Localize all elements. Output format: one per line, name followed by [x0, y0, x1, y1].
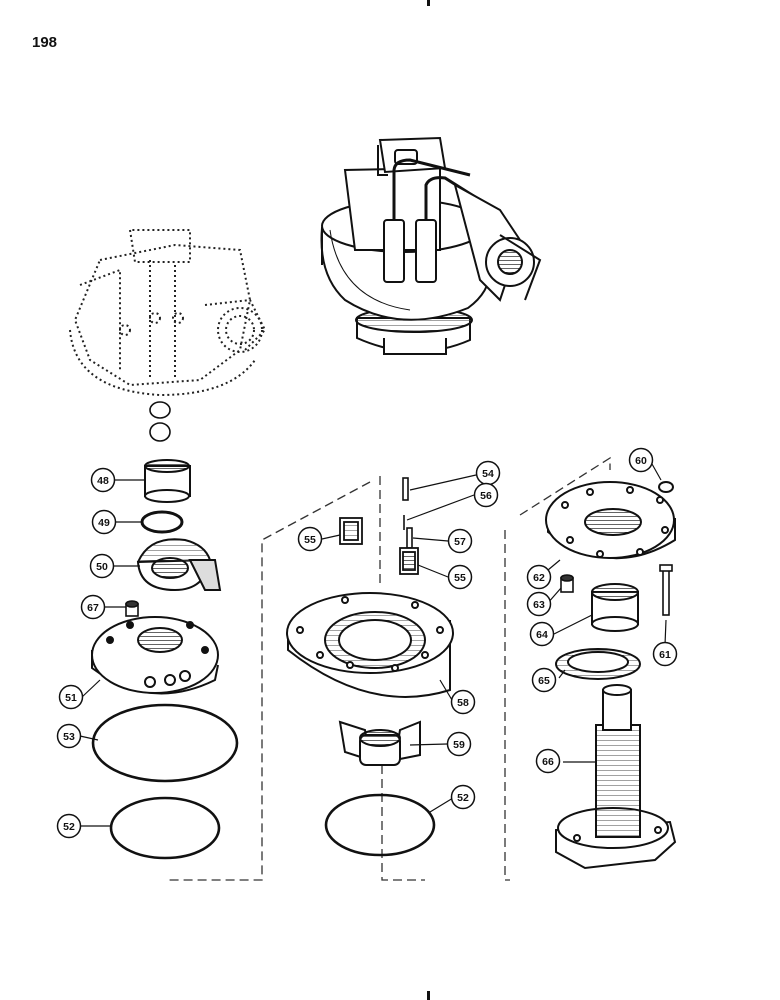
- callout-63: 63: [526, 591, 552, 617]
- callout-56-label: 56: [480, 490, 492, 502]
- callout-56: 56: [473, 482, 499, 508]
- callout-48-label: 48: [97, 475, 109, 487]
- callout-51-label: 51: [65, 692, 77, 704]
- callout-49: 49: [91, 509, 117, 535]
- callout-63-label: 63: [533, 599, 545, 611]
- callout-52-left-label: 52: [63, 821, 75, 833]
- margin-tick: [427, 0, 430, 6]
- callout-62: 62: [526, 564, 552, 590]
- callout-54: 54: [475, 460, 501, 486]
- plate-62: [545, 481, 676, 560]
- callout-61-label: 61: [659, 649, 671, 661]
- o-ring-53: [91, 703, 239, 783]
- plate-51: [91, 616, 219, 695]
- callout-49-label: 49: [98, 517, 110, 529]
- housing-58: [286, 592, 454, 698]
- pin-54: [402, 477, 409, 501]
- callout-61: 61: [652, 641, 678, 667]
- snap-ring-49: [140, 510, 184, 534]
- page-number: 198: [32, 34, 58, 51]
- callout-55-top: 55: [297, 526, 323, 552]
- ring-60: [658, 481, 674, 493]
- callout-67-label: 67: [87, 602, 99, 614]
- plug-63: [560, 574, 574, 593]
- leader-lines: [79, 463, 667, 827]
- callout-65-label: 65: [538, 675, 550, 687]
- callout-58: 58: [450, 689, 476, 715]
- callout-51: 51: [58, 684, 84, 710]
- bolt-61: [659, 564, 673, 616]
- plug: [149, 401, 171, 419]
- plug: [149, 422, 171, 442]
- callout-57: 57: [447, 528, 473, 554]
- callout-67: 67: [80, 594, 106, 620]
- callout-55-bottom: 55: [447, 564, 473, 590]
- callout-59: 59: [446, 731, 472, 757]
- callout-labels: 48 49 50 67 51 53 52 54 56 55 57 55 58 5…: [56, 447, 678, 839]
- pinion-shaft-66: [555, 684, 677, 870]
- assembled-swing-motor: [320, 136, 542, 355]
- callout-66: 66: [535, 748, 561, 774]
- housing-phantom-outline: [69, 229, 267, 397]
- callout-53: 53: [56, 723, 82, 749]
- seal-65: [555, 648, 641, 680]
- callout-64: 64: [529, 621, 555, 647]
- callout-55-top-label: 55: [304, 534, 316, 546]
- rotor-59: [338, 720, 421, 766]
- bearing-64: [591, 583, 639, 632]
- callout-66-label: 66: [542, 756, 554, 768]
- callout-57-label: 57: [454, 536, 466, 548]
- callout-52-center: 52: [450, 784, 476, 810]
- spring-57: [406, 527, 413, 549]
- callout-50: 50: [89, 553, 115, 579]
- callout-53-label: 53: [63, 731, 75, 743]
- callout-58-label: 58: [457, 697, 469, 709]
- o-ring-52-center: [324, 793, 436, 857]
- o-ring-52-left: [109, 796, 221, 860]
- callout-55-bottom-label: 55: [454, 572, 466, 584]
- callout-54-label: 54: [482, 468, 494, 480]
- block-55-bottom: [399, 547, 419, 575]
- callout-50-label: 50: [96, 561, 108, 573]
- callout-60: 60: [628, 447, 654, 473]
- callout-52-left: 52: [56, 813, 82, 839]
- callout-52-center-label: 52: [457, 792, 469, 804]
- callout-65: 65: [531, 667, 557, 693]
- plug-67: [125, 600, 139, 617]
- callout-60-label: 60: [635, 455, 647, 467]
- callout-59-label: 59: [453, 739, 465, 751]
- bearing-48: [144, 459, 191, 503]
- callout-48: 48: [90, 467, 116, 493]
- assembly-route-lines: [165, 456, 611, 881]
- callout-64-label: 64: [536, 629, 548, 641]
- block-55-top: [339, 517, 363, 545]
- margin-tick: [427, 991, 430, 1000]
- gear-50: [136, 538, 222, 592]
- callout-62-label: 62: [533, 572, 545, 584]
